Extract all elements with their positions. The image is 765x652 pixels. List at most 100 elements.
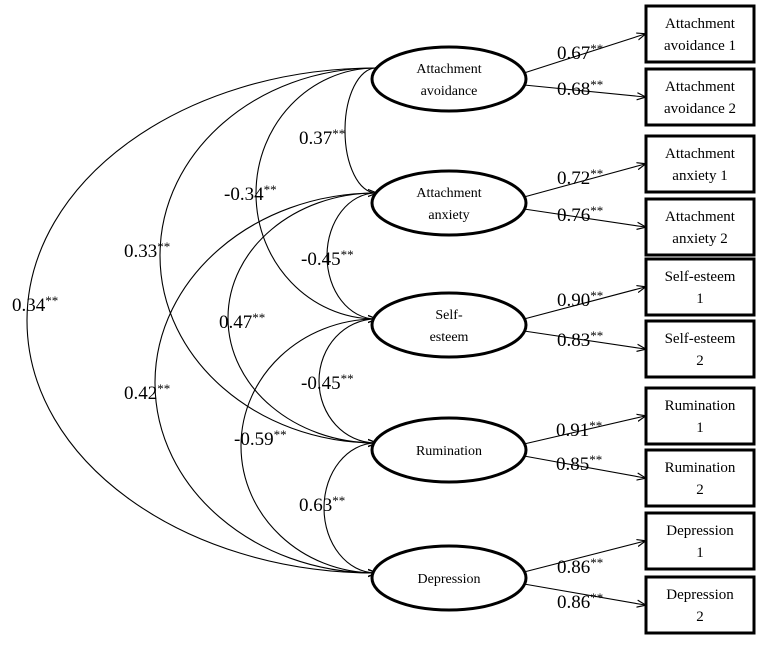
loading-value: 0.76 [557, 205, 590, 226]
correlation-label-avoid-dep: 0.34** [12, 293, 58, 316]
significance-stars: ** [590, 328, 603, 343]
loading-label-2: 0.68** [557, 77, 603, 100]
indicator-box [644, 197, 756, 257]
significance-stars: ** [332, 493, 345, 508]
correlation-label-avoid-rum: 0.33** [124, 239, 170, 262]
correlation-label-avoid-anx: 0.37** [299, 126, 345, 149]
indicator-label: anxiety 2 [672, 231, 727, 247]
significance-stars: ** [590, 590, 603, 605]
latent-anx: Attachment anxiety [370, 169, 528, 237]
latent-label: anxiety [428, 208, 469, 223]
loading-arrow-2 [523, 84, 645, 97]
loading-arrow-10 [523, 583, 645, 605]
loading-value: 0.86 [557, 592, 590, 613]
correlation-label-anx-rum: 0.47** [219, 310, 265, 333]
correlation-arc-anx-dep [154, 193, 376, 573]
significance-stars: ** [341, 371, 354, 386]
loading-arrow-9 [523, 541, 645, 573]
indicator-1: Attachment avoidance 1 [644, 4, 756, 64]
indicator-label: Attachment [665, 209, 736, 225]
coefficient-labels: 0.37**-0.34**0.33**0.34**-0.45**0.47**0.… [12, 41, 603, 613]
loading-label-9: 0.86** [557, 555, 603, 578]
loading-arrow-8 [523, 455, 645, 478]
indicator-box [644, 575, 756, 635]
correlation-arc-rum-dep [323, 443, 376, 573]
loading-arrow-1 [523, 34, 645, 74]
indicator-box [644, 67, 756, 127]
latent-se: Self-esteem [370, 291, 528, 359]
loading-label-10: 0.86** [557, 590, 603, 613]
indicator-label: Attachment [665, 16, 736, 32]
correlation-arc-anx-se [326, 193, 376, 319]
loading-label-5: 0.90** [557, 288, 603, 311]
correlation-value: -0.45 [301, 249, 341, 270]
indicator-label: Rumination [665, 398, 736, 414]
indicator-label: avoidance 1 [664, 38, 736, 54]
indicator-4: Attachment anxiety 2 [644, 197, 756, 257]
loading-value: 0.83 [557, 330, 590, 351]
indicator-label: Depression [666, 587, 734, 603]
latent-label: Attachment [416, 186, 481, 201]
loading-value: 0.67 [557, 43, 590, 64]
correlation-value: -0.45 [301, 373, 341, 394]
correlation-value: 0.34 [12, 295, 46, 316]
indicator-label: Self-esteem [665, 269, 736, 285]
correlation-value: -0.34 [224, 184, 264, 205]
correlation-value: -0.59 [234, 429, 274, 450]
correlation-value: 0.42 [124, 383, 157, 404]
loading-value: 0.90 [557, 290, 590, 311]
indicator-label: Attachment [665, 79, 736, 95]
latent-ellipse [370, 45, 528, 113]
loading-value: 0.86 [557, 557, 590, 578]
correlation-label-anx-se: -0.45** [301, 247, 354, 270]
loading-value: 0.85 [556, 454, 589, 475]
indicator-boxes: Attachment avoidance 1 Attachment avoidance… [644, 4, 756, 635]
correlation-label-rum-dep: 0.63** [299, 493, 345, 516]
latent-rum: Rumination [370, 416, 528, 484]
indicator-label: 2 [696, 482, 704, 498]
significance-stars: ** [157, 239, 170, 254]
loading-arrow-3 [523, 164, 645, 198]
indicator-2: Attachment avoidance 2 [644, 67, 756, 127]
correlation-arc-avoid-dep [26, 68, 376, 573]
significance-stars: ** [157, 381, 170, 396]
latent-ellipse [370, 291, 528, 359]
correlation-value: 0.63 [299, 495, 332, 516]
latent-label: Rumination [416, 444, 482, 459]
correlation-arc-avoid-anx [344, 68, 376, 193]
significance-stars: ** [341, 247, 354, 262]
significance-stars: ** [590, 288, 603, 303]
significance-stars: ** [590, 166, 603, 181]
indicator-box [644, 4, 756, 64]
significance-stars: ** [45, 293, 58, 308]
indicator-box [644, 134, 756, 194]
correlation-value: 0.33 [124, 241, 157, 262]
significance-stars: ** [274, 427, 287, 442]
indicator-label: 1 [696, 420, 704, 436]
significance-stars: ** [590, 555, 603, 570]
indicator-box [644, 511, 756, 571]
significance-stars: ** [590, 77, 603, 92]
indicator-7: Rumination 1 [644, 386, 756, 446]
latent-label: Self- [435, 308, 463, 323]
loading-arrow-6 [523, 330, 645, 349]
correlation-arc-avoid-rum [159, 68, 376, 443]
correlation-value: 0.47 [219, 312, 252, 333]
indicator-label: anxiety 1 [672, 168, 727, 184]
indicator-label: avoidance 2 [664, 101, 736, 117]
correlation-label-se-dep: -0.59** [234, 427, 287, 450]
indicator-box [644, 386, 756, 446]
loading-arrow-5 [523, 287, 645, 320]
indicator-label: 1 [696, 545, 704, 561]
latent-ellipse [370, 416, 528, 484]
significance-stars: ** [589, 452, 602, 467]
loading-arrows [523, 34, 645, 605]
significance-stars: ** [252, 310, 265, 325]
